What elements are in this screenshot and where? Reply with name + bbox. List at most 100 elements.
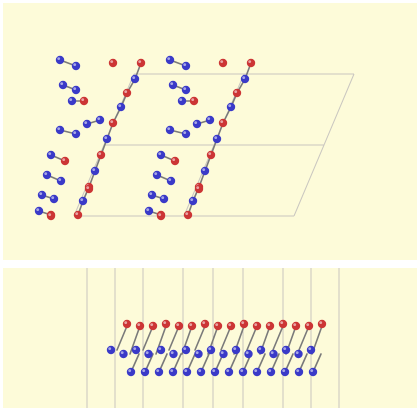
atom: [56, 176, 66, 186]
atom-highlight: [36, 208, 40, 212]
blue-atom: [182, 367, 192, 377]
blue-atom: [252, 367, 262, 377]
atom: [34, 206, 44, 216]
blue-atom-sphere: [294, 349, 303, 359]
red-atom-highlight: [215, 323, 219, 326]
atom-sphere: [166, 176, 176, 186]
side-bond-layer: [116, 325, 323, 373]
blue-atom-sphere: [182, 367, 192, 377]
atom: [218, 58, 228, 68]
blue-atom: [306, 345, 316, 355]
atom-sphere: [46, 211, 56, 221]
blue-atom: [269, 349, 278, 359]
red-atom-sphere: [278, 319, 288, 329]
blue-atom: [224, 367, 234, 377]
atom-sphere: [181, 61, 191, 71]
red-atom: [278, 319, 288, 329]
atom-highlight: [220, 60, 224, 63]
chain-atom: [96, 150, 106, 160]
blue-atom: [210, 367, 220, 377]
chain-atom: [246, 58, 256, 68]
chain-atom-sphere: [90, 166, 100, 176]
atom-sphere: [108, 58, 118, 68]
blue-atom: [266, 367, 276, 377]
red-atom-sphere: [265, 321, 275, 331]
atom-sphere: [95, 115, 105, 125]
blue-atom-highlight: [283, 347, 287, 350]
blue-atom-sphere: [238, 367, 248, 377]
atom-sphere: [34, 206, 44, 216]
blue-atom-highlight: [128, 369, 132, 372]
blue-atom: [144, 349, 153, 359]
atom-sphere: [181, 129, 191, 139]
blue-atom-sphere: [252, 367, 262, 377]
atom: [156, 150, 166, 160]
atom: [177, 96, 187, 106]
atom-sphere: [56, 176, 66, 186]
atom-sphere: [55, 55, 65, 65]
blue-atom: [154, 367, 164, 377]
red-atom-highlight: [280, 321, 284, 324]
atom-highlight: [69, 98, 73, 101]
chain-atom-sphere: [116, 102, 126, 112]
atom-highlight: [58, 178, 62, 182]
atom: [108, 58, 118, 68]
red-atom: [239, 319, 249, 329]
atom-sphere: [194, 184, 204, 194]
blue-atom-sphere: [169, 349, 178, 359]
chain-atom-highlight: [190, 198, 194, 202]
atom-sphere: [82, 119, 92, 129]
side-bond: [272, 325, 284, 351]
atom-highlight: [170, 82, 174, 85]
atom-highlight: [44, 172, 48, 176]
chain-atom: [200, 166, 210, 176]
blue-atom-highlight: [212, 369, 216, 372]
atom-sphere: [71, 61, 81, 71]
blue-atom-sphere: [206, 345, 216, 355]
atom-highlight: [167, 57, 171, 60]
chain-atom-sphere: [108, 118, 118, 128]
blue-atom: [244, 349, 253, 359]
side-bond: [142, 325, 154, 351]
atom-sphere: [147, 190, 157, 200]
cell-boundary-lines: [86, 268, 340, 408]
blue-atom: [156, 345, 166, 355]
chain-atom-highlight: [208, 152, 212, 156]
chain-atom: [183, 210, 193, 220]
atom-highlight: [179, 98, 183, 101]
blue-atom-highlight: [170, 369, 174, 372]
blue-atom-sphere: [244, 349, 253, 359]
atom-sphere: [144, 206, 154, 216]
blue-atom: [196, 367, 206, 377]
red-atom-sphere: [291, 321, 301, 331]
atom-sphere: [58, 80, 68, 90]
red-atom-sphere: [187, 321, 197, 331]
side-bond: [168, 325, 180, 351]
atom-highlight: [183, 131, 187, 135]
blue-atom-sphere: [119, 349, 128, 359]
red-atom: [252, 321, 262, 331]
chain-atom: [102, 134, 112, 144]
atom: [58, 80, 68, 90]
atom: [82, 119, 92, 129]
blue-atom: [140, 367, 150, 377]
red-atom: [200, 319, 210, 329]
chain-atom-highlight: [214, 136, 218, 140]
atom-sphere: [165, 125, 175, 135]
blue-atom: [194, 349, 203, 359]
chain-atom-highlight: [80, 198, 84, 202]
blue-atom-highlight: [308, 347, 312, 350]
red-atom-highlight: [319, 321, 323, 324]
atom-highlight: [183, 87, 187, 90]
chain-atom-sphere: [226, 102, 236, 112]
red-atom-highlight: [163, 321, 167, 324]
chain-atom-highlight: [118, 104, 122, 107]
chain-atom-sphere: [136, 58, 146, 68]
chain-atom-sphere: [206, 150, 216, 160]
red-atom-sphere: [317, 319, 327, 329]
blue-atom-highlight: [156, 369, 160, 372]
chain-atom-sphere: [200, 166, 210, 176]
chain-atom-sphere: [240, 74, 250, 84]
atom: [46, 211, 56, 221]
atom: [37, 190, 47, 200]
